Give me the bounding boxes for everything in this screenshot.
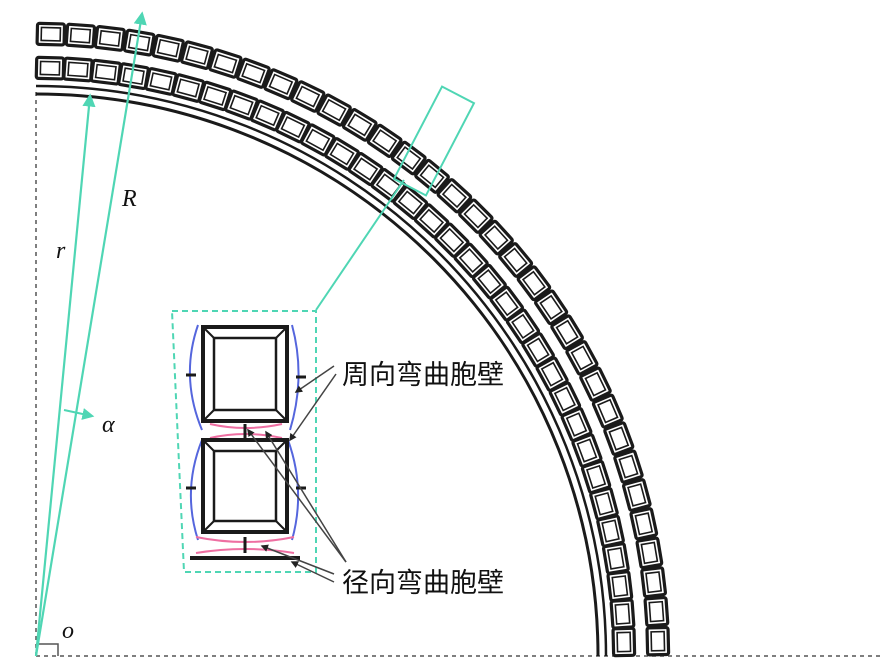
honeycomb-cell xyxy=(548,381,582,417)
label-origin: o xyxy=(62,618,74,644)
honeycomb-cell xyxy=(275,110,311,144)
honeycomb-cell xyxy=(144,67,178,96)
honeycomb-cell xyxy=(591,393,624,429)
zoom-inset xyxy=(170,310,317,573)
ring-inner-arc-2 xyxy=(35,84,608,657)
label-R: R xyxy=(121,186,137,212)
label-r: r xyxy=(56,238,66,264)
honeycomb-cell xyxy=(316,93,352,127)
honeycomb-cell xyxy=(93,24,126,52)
honeycomb-cell xyxy=(35,21,67,47)
honeycomb-cell xyxy=(453,242,489,279)
honeycomb-cell xyxy=(62,56,94,83)
honeycomb-cell xyxy=(236,57,271,89)
radial-callouts xyxy=(247,428,347,583)
honeycomb-cell xyxy=(290,80,326,113)
honeycomb-cell xyxy=(390,140,427,176)
honeycomb-cell xyxy=(622,478,652,512)
honeycomb-cell xyxy=(516,265,552,302)
honeycomb-cell xyxy=(640,566,668,599)
radius-R-line xyxy=(34,11,147,657)
zoom-connector xyxy=(315,179,405,311)
inset-dashed-border xyxy=(170,310,317,573)
honeycomb-cell xyxy=(571,433,603,468)
label-circumferential-wall: 周向弯曲胞壁 xyxy=(342,360,504,391)
honeycomb-cell xyxy=(341,108,378,142)
honeycomb-cell xyxy=(436,178,473,214)
honeycomb-cell xyxy=(596,514,625,548)
honeycomb-cell xyxy=(565,340,599,376)
radius-r-line xyxy=(34,93,96,657)
honeycomb-cell xyxy=(534,289,569,326)
honeycomb-cell xyxy=(635,536,664,570)
honeycomb-cell xyxy=(629,507,659,541)
inset-radial-wall-middle xyxy=(209,423,283,439)
honeycomb-cell xyxy=(580,459,612,495)
honeycomb-cell xyxy=(224,89,259,121)
honeycomb-cell xyxy=(550,314,584,351)
label-alpha: α xyxy=(102,412,115,438)
honeycomb-cell xyxy=(611,626,637,658)
honeycomb-ring xyxy=(34,21,671,658)
honeycomb-cell xyxy=(122,28,156,57)
zoom-source-box xyxy=(392,85,476,197)
honeycomb-cell xyxy=(180,40,214,70)
inset-cell-upper xyxy=(186,324,306,431)
honeycomb-cell xyxy=(89,58,122,86)
honeycomb-cell xyxy=(208,48,243,79)
honeycomb-cell xyxy=(601,542,630,575)
honeycomb-cell xyxy=(366,123,403,158)
inset-cell-lower xyxy=(186,438,306,541)
honeycomb-cell xyxy=(603,421,635,456)
honeycomb-cell xyxy=(263,68,299,101)
honeycomb-cell xyxy=(579,366,612,402)
honeycomb-cell xyxy=(151,33,185,63)
honeycomb-cell xyxy=(606,570,634,603)
ring-inner-arc xyxy=(35,92,600,657)
honeycomb-cell xyxy=(414,158,450,194)
circumferential-callouts xyxy=(289,365,337,442)
inset-radial-wall-bottom xyxy=(190,536,300,560)
honeycomb-cell xyxy=(613,449,644,484)
honeycomb-cell xyxy=(64,22,97,49)
honeycomb-cell xyxy=(505,308,541,345)
honeycomb-cell xyxy=(645,625,671,657)
label-radial-wall: 径向弯曲胞壁 xyxy=(342,568,504,599)
honeycomb-cell xyxy=(34,55,66,81)
angle-arrow xyxy=(63,408,95,420)
honeycomb-cell xyxy=(478,219,514,256)
honeycomb-cell xyxy=(535,356,569,392)
honeycomb-cell xyxy=(609,598,636,630)
honeycomb-cell xyxy=(643,595,670,628)
honeycomb-cell xyxy=(589,486,619,521)
right-angle-marker xyxy=(36,643,59,656)
honeycomb-cell xyxy=(498,242,534,278)
honeycomb-cell xyxy=(458,198,494,234)
